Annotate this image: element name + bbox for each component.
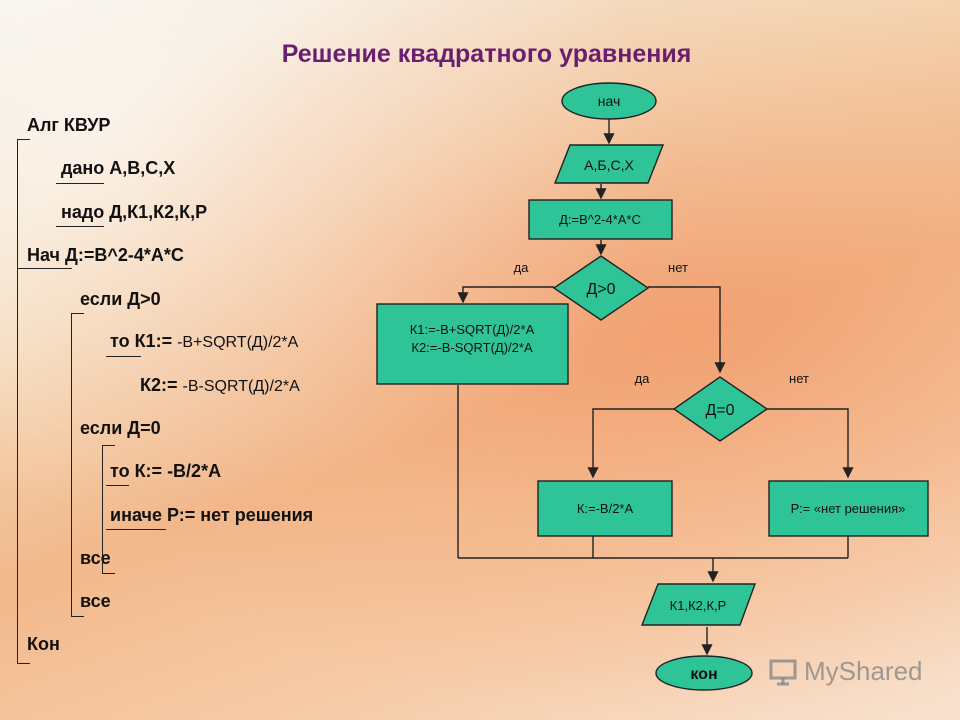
input-label: А,Б,С,Х xyxy=(584,157,634,173)
code-line: дано А,В,С,Х xyxy=(61,158,176,178)
decision-positive: Д>0 да нет xyxy=(514,255,688,321)
no-label: нет xyxy=(668,260,688,275)
if-bracket xyxy=(71,313,84,617)
single-root-shape xyxy=(537,480,673,537)
output-block: К1,К2,К,Р xyxy=(640,583,757,626)
underline xyxy=(106,356,141,357)
start-terminator: нач xyxy=(561,82,657,120)
no-solution-block: Р:= «нет решения» xyxy=(768,480,929,537)
underline xyxy=(56,226,104,227)
decision-zero-label: Д=0 xyxy=(705,402,734,419)
decision-zero: Д=0 да нет xyxy=(635,371,809,442)
code-line: иначе Р:= нет решения xyxy=(110,505,314,525)
start-shape xyxy=(561,82,657,120)
root1-label: К1:=-В+SQRT(Д)/2*А xyxy=(410,322,535,337)
output-shape xyxy=(640,583,757,626)
no-solution-label: Р:= «нет решения» xyxy=(791,501,906,516)
no-label: нет xyxy=(789,371,809,386)
two-roots-shape xyxy=(376,303,569,385)
start-label: нач xyxy=(598,93,621,109)
yes-label: да xyxy=(635,371,651,386)
watermark: MyShared xyxy=(768,656,923,687)
code-line: надо Д,К1,К2,К,Р xyxy=(61,202,208,222)
slide-title: Решение квадратного уравнения xyxy=(281,40,692,68)
underline xyxy=(106,485,129,486)
input-shape xyxy=(553,144,665,184)
presentation-icon xyxy=(769,659,797,685)
discriminant-shape xyxy=(528,199,673,240)
input-block: А,Б,С,Х xyxy=(553,144,665,184)
underline xyxy=(56,183,104,184)
watermark-text: MyShared xyxy=(804,656,923,686)
decision-zero-shape xyxy=(672,376,769,442)
single-root-block: К:=-В/2*А xyxy=(537,480,673,537)
two-roots-block: К1:=-В+SQRT(Д)/2*А К2:=-В-SQRT(Д)/2*А xyxy=(376,303,569,385)
underline xyxy=(17,268,72,269)
code-line: К2:= -B-SQRT(Д)/2*A xyxy=(140,375,300,395)
end-shape xyxy=(655,655,753,691)
no-solution-shape xyxy=(768,480,929,537)
root2-label: К2:=-В-SQRT(Д)/2*А xyxy=(411,340,533,355)
decision-positive-label: Д>0 xyxy=(586,281,615,298)
end-terminator: кон xyxy=(655,655,753,691)
end-label: кон xyxy=(690,666,717,683)
underline xyxy=(106,529,166,530)
discriminant-label: Д:=В^2-4*А*С xyxy=(559,212,641,227)
discriminant-block: Д:=В^2-4*А*С xyxy=(528,199,673,240)
outer-bracket xyxy=(17,139,30,664)
code-line: если Д=0 xyxy=(80,418,161,438)
inner-if-bracket xyxy=(102,445,115,574)
single-root-label: К:=-В/2*А xyxy=(577,501,634,516)
code-line: Нач Д:=В^2-4*А*С xyxy=(27,245,184,265)
code-line: если Д>0 xyxy=(80,289,161,309)
yes-label: да xyxy=(514,260,530,275)
code-line: Кон xyxy=(27,634,60,654)
decision-positive-shape xyxy=(552,255,650,321)
code-line: Алг КВУР xyxy=(27,115,111,135)
output-label: К1,К2,К,Р xyxy=(670,598,727,613)
code-line: все xyxy=(80,591,111,611)
code-line: то К:= -В/2*А xyxy=(110,461,222,481)
code-line: то К1:= -B+SQRT(Д)/2*A xyxy=(110,331,299,351)
